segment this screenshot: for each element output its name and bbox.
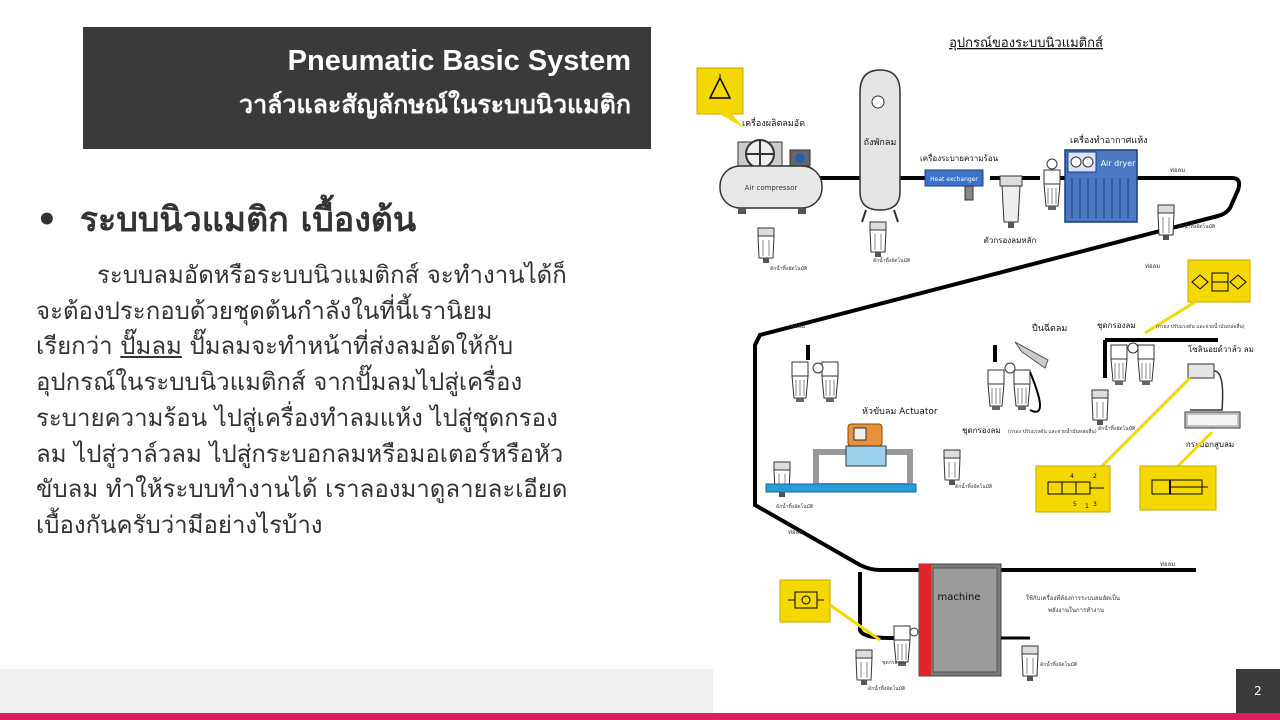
paragraph-line: ขับลม ทำให้ระบบทำงานได้ เราลองมาดูลายละเ… — [36, 472, 696, 508]
line-text: อุปกรณ์ในระบบนิวแมติกส์ จากปั๊มลมไปสู่เค… — [36, 368, 523, 397]
heading-text: ระบบนิวแมติก เบื้องต้น — [79, 200, 417, 240]
paragraph-line: ลม ไปสู่วาล์วลม ไปสู่กระบอกลมหรือมอเตอร์… — [36, 437, 696, 473]
valve-port-label: 3 — [1093, 501, 1097, 508]
frl-note: (กรอง ปรับแรงดัน และจ่ายน้ำมันหล่อลื่น) — [1008, 426, 1097, 435]
drain-label: ดักน้ำทิ้งอัตโนมัติ — [955, 481, 992, 490]
drain-label: ดักน้ำทิ้งอัตโนมัติ — [868, 683, 905, 692]
drain-label: ดักน้ำทิ้งอัตโนมัติ — [873, 255, 910, 264]
section-heading: • ระบบนิวแมติก เบื้องต้น — [36, 192, 416, 246]
slide-title-english: Pneumatic Basic System — [287, 45, 631, 77]
valve-port-label: 5 — [1073, 501, 1077, 508]
air-receiver-tank: ถังพักลม — [859, 69, 901, 223]
machine: machine ใช้กับเครื่องที่ต้องการระบบลมอัด… — [918, 563, 1120, 677]
drain-label: ดักน้ำทิ้งอัตโนมัติ — [776, 501, 813, 510]
body-paragraph: ระบบลมอัดหรือระบบนิวแมติกส์ จะทำงานได้ก็… — [36, 258, 696, 544]
heat-exchanger-label: Heat exchanger — [930, 176, 978, 183]
drain-label: ดักน้ำทิ้งอัตโนมัติ — [1040, 659, 1077, 668]
air-gun: ปืนฉีดลม — [1014, 323, 1068, 413]
air-compressor: เครื่องผลิตลมอัด Air compressor — [719, 116, 823, 214]
drain-trap — [1021, 645, 1039, 682]
main-filter-label: ตัวกรองลมหลัก — [984, 236, 1037, 245]
line-text: เบื้องกันครับว่ามีอย่างไรบ้าง — [36, 510, 323, 539]
drain-trap — [855, 649, 873, 686]
pipe-label: ท่อลม — [1145, 263, 1160, 270]
frl-label: ชุดกรองลม — [1097, 321, 1136, 330]
heat-exchanger: เครื่องระบายความร้อน Heat exchanger — [920, 152, 999, 201]
drain-label: ดักน้ำทิ้งอัตโนมัติ — [770, 263, 807, 272]
solenoid-valve: โซลินอยด์วาล์ว ลม — [1187, 344, 1254, 411]
paragraph-line: ระบบลมอัดหรือระบบนิวแมติกส์ จะทำงานได้ก็ — [36, 258, 696, 294]
drain-label: ดักน้ำทิ้งอัตโนมัติ — [1098, 423, 1135, 432]
line-text: ขับลม ทำให้ระบบทำงานได้ เราลองมาดูลายละเ… — [36, 475, 568, 504]
title-box: Pneumatic Basic System วาล์วและสัญลักษณ์… — [83, 27, 651, 149]
dryer-label: Air dryer — [1101, 159, 1137, 168]
air-gun-label: ปืนฉีดลม — [1032, 323, 1068, 334]
paragraph-line: อุปกรณ์ในระบบนิวแมติกส์ จากปั๊มลมไปสู่เค… — [36, 365, 696, 401]
main-filter: ตัวกรองลมหลัก — [984, 175, 1037, 245]
air-cylinder: กระบอกสูบลม — [1184, 411, 1241, 450]
pipe-label: ท่อลม — [790, 323, 805, 330]
valve-port-label: 2 — [1093, 473, 1097, 480]
paragraph-line: เบื้องกันครับว่ามีอย่างไรบ้าง — [36, 508, 696, 544]
frl-unit — [893, 625, 919, 667]
callout-box — [1144, 259, 1251, 335]
page-number: 2 — [1236, 669, 1280, 713]
drain-trap — [1157, 204, 1175, 241]
callout-box — [779, 579, 881, 642]
valve-port-label: 4 — [1070, 473, 1074, 480]
drain-trap — [943, 449, 961, 486]
machine-label: machine — [938, 592, 981, 603]
callout-box: 4 2 5 1 3 — [1035, 376, 1192, 513]
pipe-label: ท่อลม — [788, 529, 803, 536]
compressor-label: Air compressor — [745, 184, 798, 192]
filter-regulator — [1043, 158, 1061, 211]
drain-trap — [1091, 389, 1109, 426]
underlined-term: ปั๊มลม — [120, 332, 182, 361]
actuator-label: หัวขับลม Actuator — [862, 407, 938, 417]
drain-label: ดักน้ำทิ้งอัตโนมัติ — [1178, 221, 1215, 230]
heat-exchanger-title: เครื่องระบายความร้อน — [920, 152, 999, 163]
line-text: ระบายความร้อน ไปสู่เครื่องทำลมแห้ง ไปสู่… — [36, 403, 558, 432]
diagram-title: อุปกรณ์ของระบบนิวแมติกส์ — [949, 35, 1103, 51]
paragraph-line: เรียกว่า ปั๊มลม ปั๊มลมจะทำหน้าที่ส่งลมอั… — [36, 329, 696, 365]
drain-trap — [757, 227, 775, 264]
cylinder-label: กระบอกสูบลม — [1186, 440, 1234, 450]
frl-label: ชุดกรองลม — [882, 660, 906, 666]
dryer-title: เครื่องทำอากาศแห้ง — [1070, 133, 1148, 146]
slide-title-thai: วาล์วและสัญลักษณ์ในระบบนิวแมติก — [239, 90, 631, 119]
actuator-assembly: หัวขับลม Actuator — [765, 407, 938, 493]
accent-bar — [0, 713, 1280, 720]
line-text: จะต้องประกอบด้วยชุดต้นกำลังในที่นี้เรานิ… — [36, 296, 493, 325]
machine-note: พลังงานในการทำงาน — [1048, 606, 1104, 614]
footer-band — [0, 669, 713, 713]
paragraph-line: ระบายความร้อน ไปสู่เครื่องทำลมแห้ง ไปสู่… — [36, 401, 696, 437]
tank-label: ถังพักลม — [864, 138, 897, 148]
solenoid-label: โซลินอยด์วาล์ว ลม — [1188, 344, 1254, 354]
valve-port-label: 1 — [1085, 503, 1089, 510]
air-dryer: เครื่องทำอากาศแห้ง Air dryer — [1064, 133, 1148, 223]
line-text: ลม ไปสู่วาล์วลม ไปสู่กระบอกลมหรือมอเตอร์… — [36, 439, 564, 468]
frl-note: (กรอง ปรับแรงดัน และจ่ายน้ำมันหล่อลื่น) — [1156, 321, 1245, 330]
drain-trap — [869, 221, 887, 258]
paragraph-line: จะต้องประกอบด้วยชุดต้นกำลังในที่นี้เรานิ… — [36, 294, 696, 330]
frl-unit — [987, 362, 1031, 411]
frl-label: ชุดกรองลม — [962, 426, 1001, 435]
line-text: ระบบลมอัดหรือระบบนิวแมติกส์ จะทำงานได้ก็ — [36, 261, 567, 289]
callout-box — [1139, 430, 1217, 511]
line-text: ปั๊มลมจะทำหน้าที่ส่งลมอัดให้กับ — [181, 332, 514, 361]
compressor-title: เครื่องผลิตลมอัด — [742, 116, 805, 129]
callout-box — [696, 67, 744, 128]
line-text: เรียกว่า — [36, 332, 121, 361]
bullet-icon: • — [36, 200, 58, 240]
pipe-label: ท่อลม — [1160, 561, 1175, 568]
frl-unit: ชุดกรองลม (กรอง ปรับแรงดัน และจ่ายน้ำมัน… — [1097, 321, 1245, 386]
frl-unit — [791, 361, 839, 403]
pipe-label: ท่อลม — [1170, 167, 1185, 174]
machine-note: ใช้กับเครื่องที่ต้องการระบบลมอัดเป็น — [1026, 593, 1120, 602]
